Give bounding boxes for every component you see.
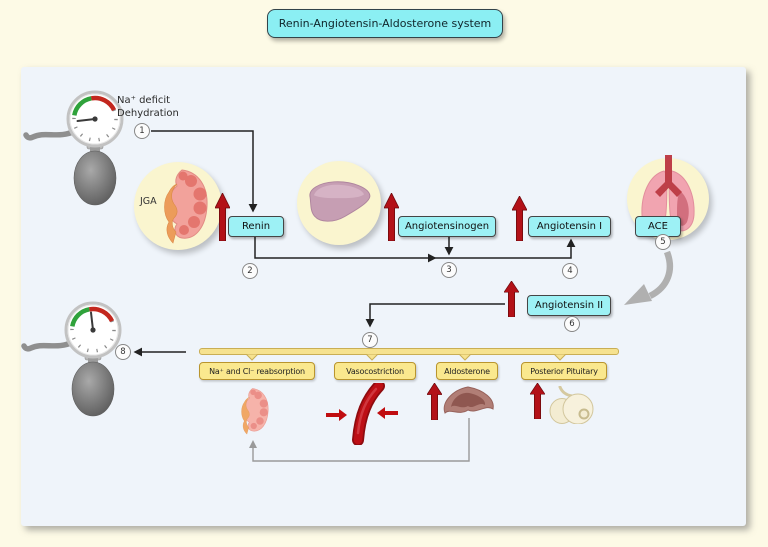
- step-3-badge: 3: [441, 262, 457, 278]
- effects-bar: [199, 348, 619, 355]
- trigger-line1: Na⁺ deficit: [117, 95, 171, 106]
- kidney-icon: [241, 388, 269, 435]
- step-2-badge: 2: [242, 263, 258, 279]
- reabsorption-label: Na⁺ and Cl⁻ reabsorption: [199, 362, 315, 380]
- renin-box: Renin: [228, 216, 284, 237]
- constricted-blood-vessel-icon: [326, 383, 398, 445]
- kidney-circle: [134, 162, 222, 250]
- increase-arrow-icon: [427, 383, 442, 420]
- bar-notch: [553, 354, 567, 361]
- angiotensinogen-box: Angiotensinogen: [398, 216, 496, 237]
- jga-label: JGA: [140, 196, 157, 207]
- liver-icon: [309, 181, 371, 222]
- blood-pressure-gauge-restored-icon: [21, 301, 122, 417]
- posterior-pituitary-label: Posterior Pituitary: [521, 362, 607, 380]
- step-8-badge: 8: [115, 344, 131, 360]
- step-4-badge: 4: [562, 263, 578, 279]
- step-7-badge: 7: [362, 332, 378, 348]
- bar-notch: [458, 354, 472, 361]
- vasoconstriction-label: Vasocostriction: [334, 362, 416, 380]
- step-1-badge: 1: [134, 123, 150, 139]
- angiotensin-i-box: Angiotensin I: [528, 216, 611, 237]
- kidney-icon: [164, 169, 208, 244]
- blood-pressure-gauge-low-icon: [23, 90, 124, 206]
- bar-notch: [365, 354, 379, 361]
- step-6-badge: 6: [564, 316, 580, 332]
- increase-arrow-icon: [504, 281, 519, 317]
- increase-arrow-icon: [530, 383, 545, 419]
- increase-arrow-icon: [384, 193, 399, 241]
- angiotensin-ii-box: Angiotensin II: [527, 295, 611, 316]
- trigger-label: Na⁺ deficit Dehydration: [117, 94, 179, 120]
- step-5-badge: 5: [655, 234, 671, 250]
- liver-circle: [297, 161, 381, 245]
- aldosterone-label: Aldosterone: [436, 362, 498, 380]
- trigger-line2: Dehydration: [117, 108, 179, 119]
- increase-arrow-icon: [215, 193, 230, 241]
- ace-box: ACE: [635, 216, 681, 237]
- lungs-icon: [641, 155, 695, 232]
- bar-notch: [245, 354, 259, 361]
- adrenal-gland-icon: [443, 386, 494, 414]
- diagram-title: Renin-Angiotensin-Aldosterone system: [267, 9, 503, 38]
- pituitary-gland-icon: [549, 386, 594, 424]
- increase-arrow-icon: [512, 196, 527, 241]
